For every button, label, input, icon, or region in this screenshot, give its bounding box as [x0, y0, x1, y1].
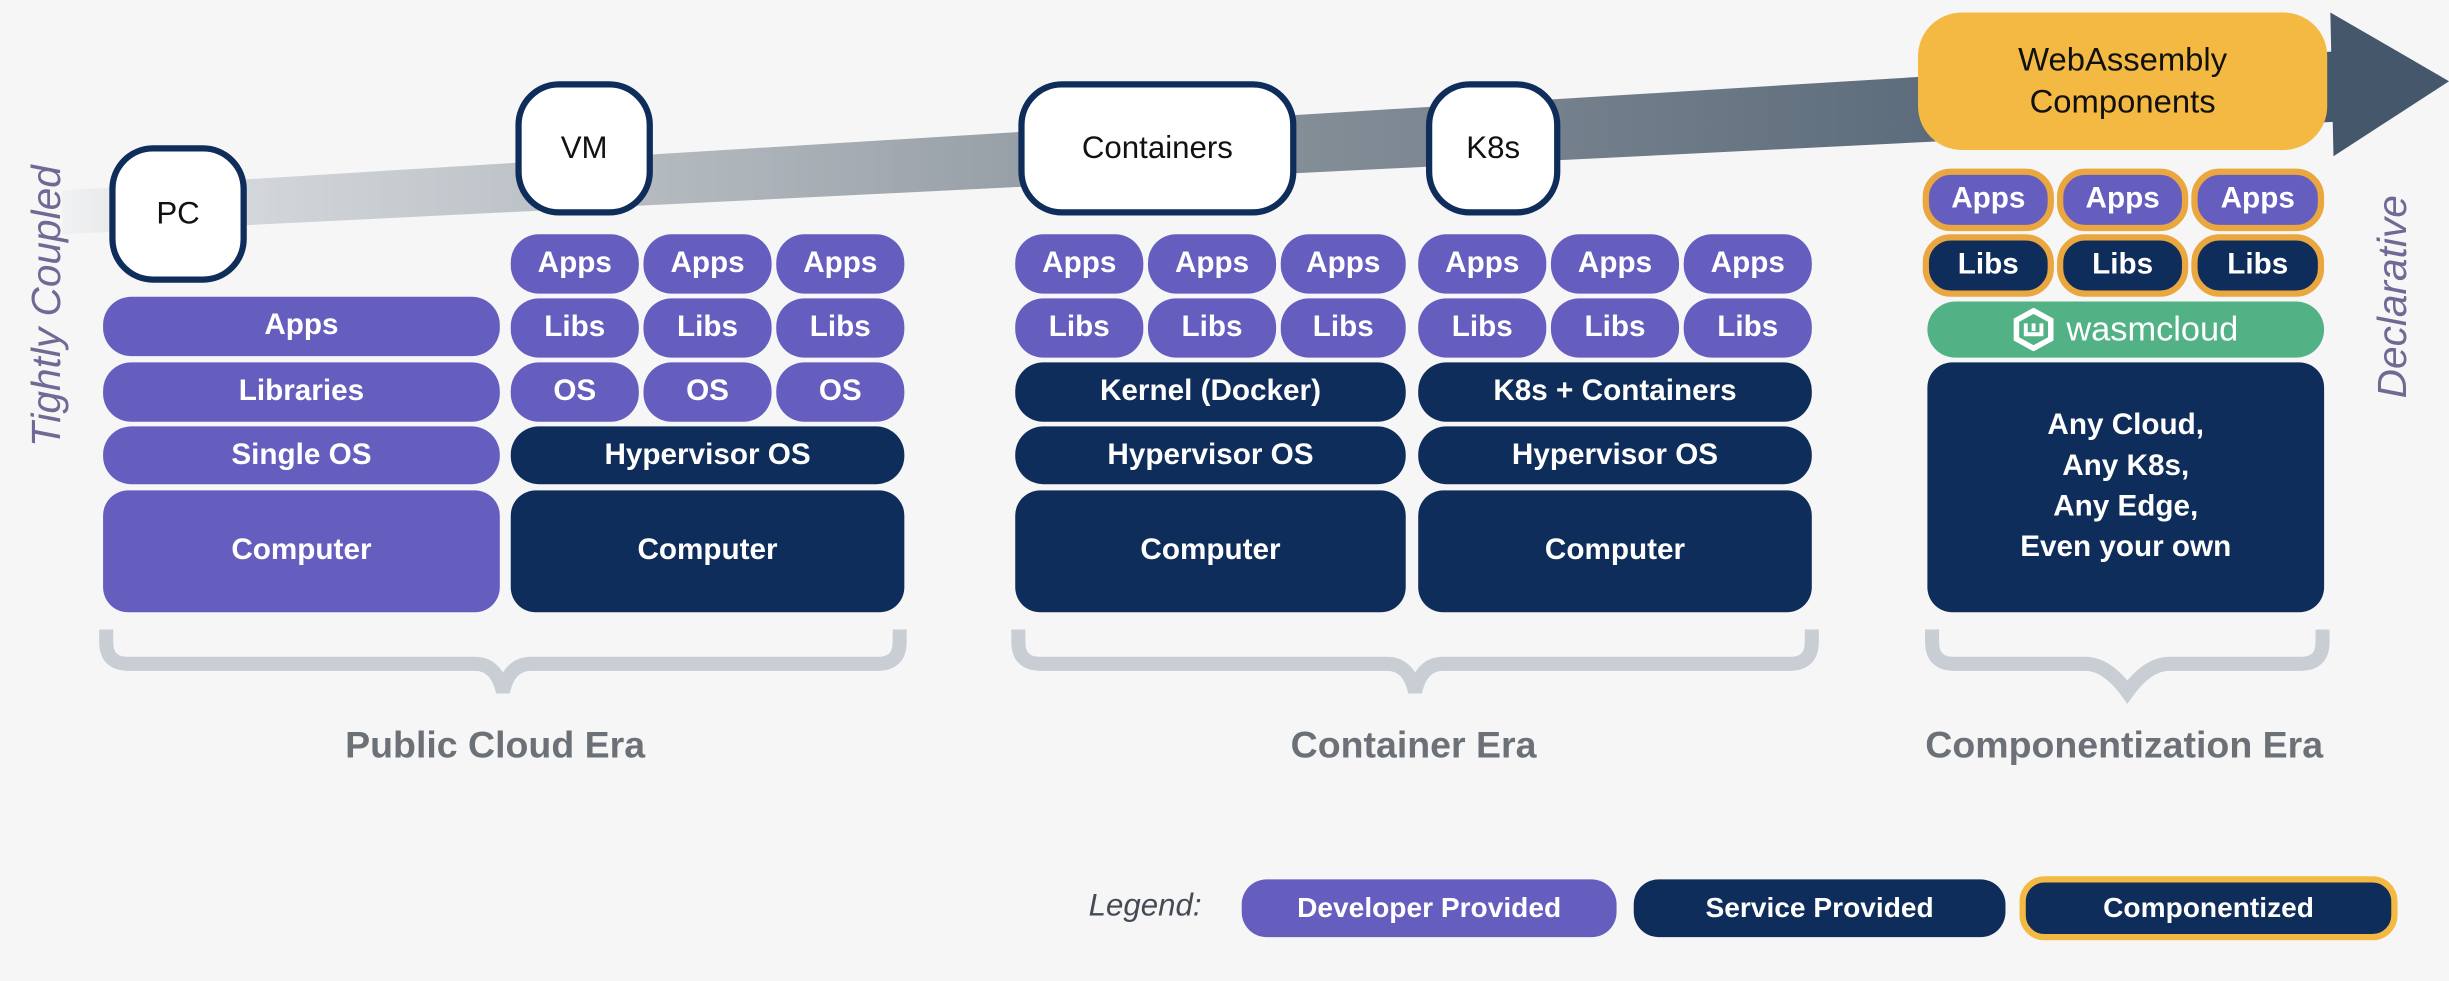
vm-computer: Computer [510, 490, 905, 613]
containers-libs: Libs [1015, 298, 1144, 358]
vm-apps: Apps [776, 234, 905, 294]
vm-os: OS [643, 362, 772, 422]
wasm-apps: Apps [1922, 168, 2054, 232]
pc-apps: Apps [103, 296, 500, 357]
brace-public-cloud [99, 629, 907, 694]
wasm-apps: Apps [2191, 168, 2325, 232]
wasmcloud-platform: wasmcloud [1927, 301, 2325, 358]
node-pc: PC [109, 145, 247, 283]
containers-apps: Apps [1280, 234, 1406, 294]
wasm-libs: Libs [2191, 234, 2325, 297]
wasmcloud-label: wasmcloud [2066, 309, 2239, 349]
wasm-infrastructure: Any Cloud, Any K8s, Any Edge, Even your … [1927, 362, 2325, 613]
era-container: Container Era [1290, 724, 1537, 767]
containers-libs: Libs [1147, 298, 1277, 358]
k8s-libs: Libs [1550, 298, 1680, 358]
wasmcloud-logo-icon [2013, 307, 2054, 352]
containers-hypervisor: Hypervisor OS [1015, 426, 1406, 485]
pc-libraries: Libraries [103, 362, 500, 422]
k8s-apps: Apps [1683, 234, 1812, 294]
infra-line: Any Cloud, [2047, 409, 2205, 443]
infra-line: Even your own [2020, 531, 2232, 564]
legend-componentized: Componentized [2019, 876, 2398, 941]
containers-apps: Apps [1015, 234, 1144, 294]
legend-title: Legend: [1088, 888, 1202, 924]
arrow-head [2330, 12, 2449, 157]
node-k8s: K8s [1426, 81, 1561, 216]
tightly-coupled-label: Tightly Coupled [22, 165, 70, 448]
infra-line: Any K8s, [2062, 449, 2190, 483]
containers-kernel: Kernel (Docker) [1015, 362, 1406, 422]
vm-apps: Apps [510, 234, 639, 294]
pc-os: Single OS [103, 426, 500, 485]
containers-apps: Apps [1147, 234, 1277, 294]
k8s-computer: Computer [1418, 490, 1812, 613]
wasm-libs: Libs [2057, 234, 2189, 297]
k8s-apps: Apps [1418, 234, 1547, 294]
era-componentization: Componentization Era [1925, 724, 2324, 767]
node-containers: Containers [1018, 81, 1297, 216]
wasm-apps: Apps [2057, 168, 2189, 232]
containers-computer: Computer [1015, 490, 1406, 613]
vm-apps: Apps [643, 234, 772, 294]
wasm-libs: Libs [1922, 234, 2054, 297]
k8s-libs: Libs [1418, 298, 1547, 358]
containers-libs: Libs [1280, 298, 1406, 358]
declarative-label: Declarative [2368, 195, 2416, 399]
era-public-cloud: Public Cloud Era [345, 724, 646, 767]
k8s-hypervisor: Hypervisor OS [1418, 426, 1812, 485]
vm-hypervisor: Hypervisor OS [510, 426, 905, 485]
brace-container [1011, 629, 1819, 694]
vm-libs: Libs [643, 298, 772, 358]
vm-libs: Libs [776, 298, 905, 358]
pc-computer: Computer [103, 490, 500, 613]
brace-componentization [1925, 629, 2330, 704]
vm-libs: Libs [510, 298, 639, 358]
legend-developer-provided: Developer Provided [1241, 879, 1617, 938]
node-webassembly-components: WebAssembly Components [1918, 12, 2328, 150]
k8s-runtime: K8s + Containers [1418, 362, 1812, 422]
legend-service-provided: Service Provided [1633, 879, 2006, 938]
k8s-apps: Apps [1550, 234, 1680, 294]
node-vm: VM [515, 81, 653, 216]
k8s-libs: Libs [1683, 298, 1812, 358]
vm-os: OS [776, 362, 905, 422]
vm-os: OS [510, 362, 639, 422]
infra-line: Any Edge, [2053, 490, 2199, 524]
